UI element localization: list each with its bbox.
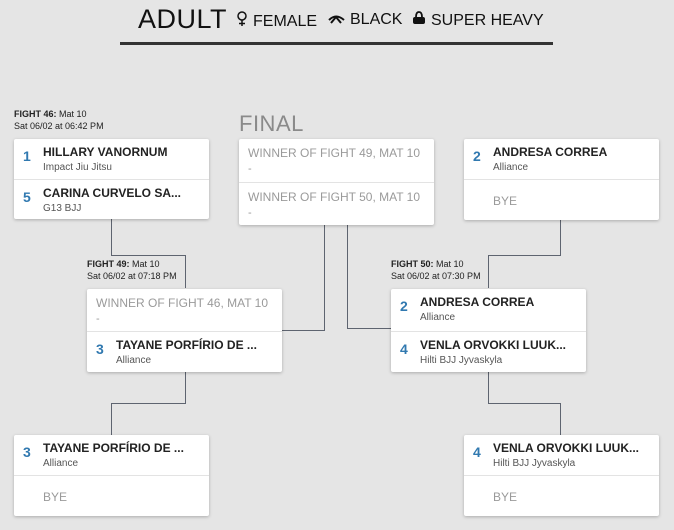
competitor-slot[interactable]: 4 VENLA ORVOKKI LUUK... Hilti BJJ Jyvask… <box>464 435 659 475</box>
competitor-slot[interactable]: 1 HILLARY VANORNUM Impact Jiu Jitsu <box>14 139 209 179</box>
winner-placeholder: WINNER OF FIGHT 46, MAT 10 <box>96 296 269 310</box>
competitor-name[interactable]: ANDRESA CORREA <box>493 145 608 159</box>
fight-50-card[interactable]: 2 ANDRESA CORREA Alliance 4 VENLA ORVOKK… <box>391 289 586 372</box>
team-name: Alliance <box>43 458 79 469</box>
connector-line <box>488 255 489 288</box>
winner-slot: WINNER OF FIGHT 49, MAT 10 - <box>239 139 434 182</box>
fight-time: Sat 06/02 at 07:18 PM <box>87 271 177 281</box>
competitor-name[interactable]: TAYANE PORFÍRIO DE ... <box>43 441 184 455</box>
bye-label: BYE <box>493 194 518 208</box>
bye-right-bottom-card[interactable]: 4 VENLA ORVOKKI LUUK... Hilti BJJ Jyvask… <box>464 435 659 516</box>
connector-line <box>488 255 561 256</box>
fight-50-info: FIGHT 50: Mat 10 Sat 06/02 at 07:30 PM <box>391 258 481 282</box>
seed-number: 3 <box>96 341 104 357</box>
team-name: G13 BJJ <box>43 203 82 214</box>
winner-dash: - <box>96 313 100 325</box>
bye-left-card[interactable]: 3 TAYANE PORFÍRIO DE ... Alliance BYE <box>14 435 209 516</box>
competitor-name[interactable]: TAYANE PORFÍRIO DE ... <box>116 338 257 352</box>
competitor-slot[interactable]: 5 CARINA CURVELO SA... G13 BJJ <box>14 179 209 219</box>
connector-line <box>185 255 186 288</box>
seed-number: 4 <box>400 341 408 357</box>
bye-label: BYE <box>43 490 68 504</box>
connector-line <box>560 403 561 435</box>
mat-label: Mat 10 <box>132 259 160 269</box>
winner-dash: - <box>248 207 252 219</box>
kettlebell-icon <box>412 11 426 30</box>
seed-number: 2 <box>400 298 408 314</box>
gender-label: FEMALE <box>253 12 318 30</box>
winner-dash: - <box>248 163 252 175</box>
belt-filter: BLACK <box>328 11 402 29</box>
fight-46-card[interactable]: 1 HILLARY VANORNUM Impact Jiu Jitsu 5 CA… <box>14 139 209 219</box>
fight-number: FIGHT 49: <box>87 259 130 269</box>
mat-label: Mat 10 <box>436 259 464 269</box>
connector-line <box>111 218 112 256</box>
connector-line <box>111 403 112 435</box>
seed-number: 3 <box>23 444 31 460</box>
connector-line <box>282 330 325 331</box>
connector-line <box>488 403 561 404</box>
competitor-name[interactable]: HILLARY VANORNUM <box>43 145 168 159</box>
competitor-name[interactable]: CARINA CURVELO SA... <box>43 186 182 200</box>
final-heading: FINAL <box>239 111 304 136</box>
connector-line <box>111 255 186 256</box>
division-header: ADULT FEMALE BLACK SUPER HEAVY <box>120 0 553 45</box>
bye-slot: BYE <box>14 475 209 515</box>
competitor-name[interactable]: ANDRESA CORREA <box>420 295 535 309</box>
female-icon <box>236 11 248 32</box>
fight-49-info: FIGHT 49: Mat 10 Sat 06/02 at 07:18 PM <box>87 258 177 282</box>
seed-number: 4 <box>473 444 481 460</box>
weight-filter: SUPER HEAVY <box>412 11 544 30</box>
competitor-name[interactable]: VENLA ORVOKKI LUUK... <box>493 441 640 455</box>
fight-time: Sat 06/02 at 06:42 PM <box>14 121 104 131</box>
connector-line <box>560 220 561 256</box>
mat-label: Mat 10 <box>59 109 87 119</box>
competitor-slot[interactable]: 2 ANDRESA CORREA Alliance <box>464 139 659 179</box>
winner-slot: WINNER OF FIGHT 50, MAT 10 - <box>239 182 434 225</box>
team-name: Alliance <box>493 162 529 173</box>
team-name: Hilti BJJ Jyvaskyla <box>420 355 503 366</box>
bye-slot: BYE <box>464 179 659 219</box>
belt-label: BLACK <box>350 11 403 28</box>
competitor-slot[interactable]: 3 TAYANE PORFÍRIO DE ... Alliance <box>87 331 282 371</box>
connector-line <box>347 328 391 329</box>
bye-slot: BYE <box>464 475 659 515</box>
bye-label: BYE <box>493 490 518 504</box>
fight-number: FIGHT 46: <box>14 109 57 119</box>
winner-slot: WINNER OF FIGHT 46, MAT 10 - <box>87 289 282 331</box>
fight-number: FIGHT 50: <box>391 259 434 269</box>
connector-line <box>347 225 348 329</box>
winner-placeholder: WINNER OF FIGHT 50, MAT 10 <box>248 190 421 204</box>
team-name: Alliance <box>420 312 456 323</box>
competitor-slot[interactable]: 4 VENLA ORVOKKI LUUK... Hilti BJJ Jyvask… <box>391 331 586 371</box>
competitor-name[interactable]: VENLA ORVOKKI LUUK... <box>420 338 567 352</box>
fight-46-info: FIGHT 46: Mat 10 Sat 06/02 at 06:42 PM <box>14 108 104 132</box>
belt-icon <box>328 11 345 29</box>
competitor-slot[interactable]: 3 TAYANE PORFÍRIO DE ... Alliance <box>14 435 209 475</box>
gender-filter: FEMALE <box>236 11 317 32</box>
team-name: Impact Jiu Jitsu <box>43 162 112 173</box>
competitor-slot[interactable]: 2 ANDRESA CORREA Alliance <box>391 289 586 331</box>
connector-line <box>488 372 489 404</box>
connector-line <box>111 403 186 404</box>
fight-time: Sat 06/02 at 07:30 PM <box>391 271 481 281</box>
bye-right-top-card[interactable]: 2 ANDRESA CORREA Alliance BYE <box>464 139 659 220</box>
connector-line <box>185 372 186 404</box>
team-name: Alliance <box>116 355 152 366</box>
winner-placeholder: WINNER OF FIGHT 49, MAT 10 <box>248 146 421 160</box>
seed-number: 5 <box>23 189 31 205</box>
team-name: Hilti BJJ Jyvaskyla <box>493 458 576 469</box>
weight-label: SUPER HEAVY <box>431 11 544 29</box>
fight-49-card[interactable]: WINNER OF FIGHT 46, MAT 10 - 3 TAYANE PO… <box>87 289 282 372</box>
final-card[interactable]: WINNER OF FIGHT 49, MAT 10 - WINNER OF F… <box>239 139 434 225</box>
seed-number: 1 <box>23 148 31 164</box>
division-title: ADULT <box>138 4 228 34</box>
connector-line <box>324 225 325 331</box>
seed-number: 2 <box>473 148 481 164</box>
